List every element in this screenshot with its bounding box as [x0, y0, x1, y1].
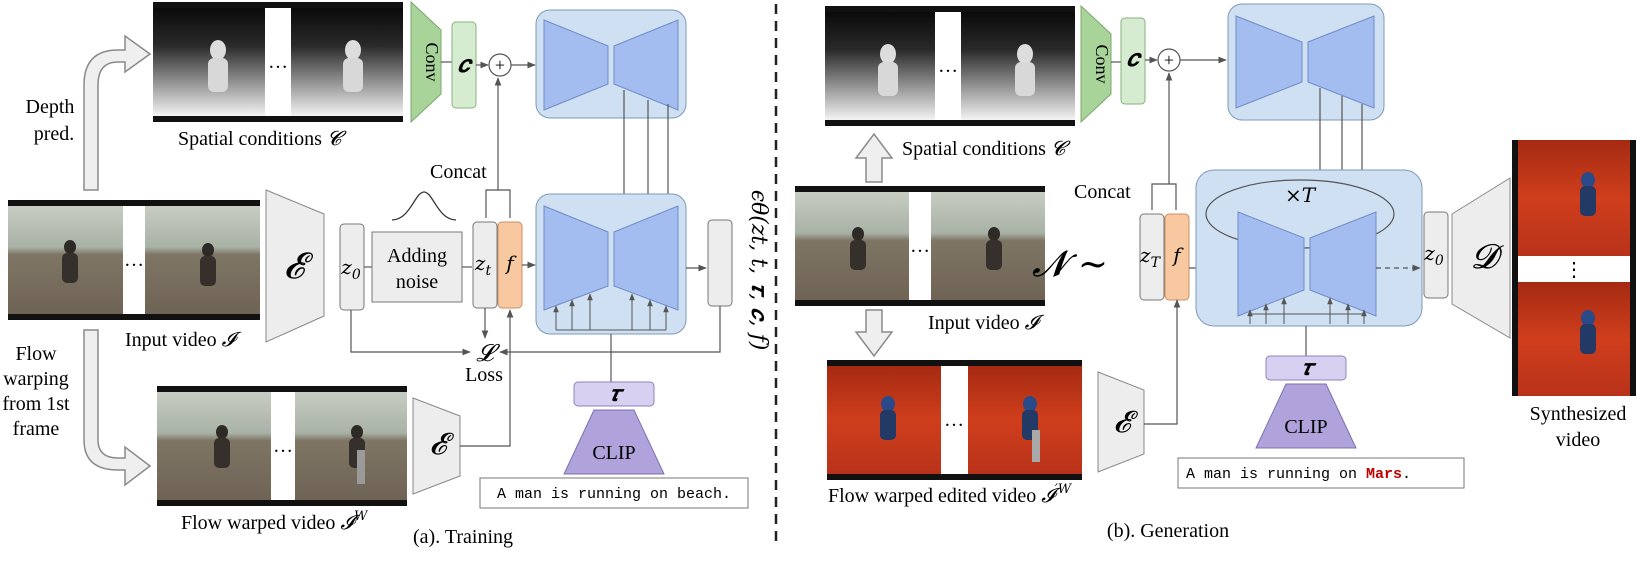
ellipsis: …	[910, 235, 930, 257]
flow-warped-label-a: Flow warped video 𝓘W	[181, 509, 369, 534]
conv-block-a: Conv	[410, 0, 442, 124]
clip-label-a: CLIP	[592, 442, 635, 464]
epsilon-label: ϵθ(zt, t, 𝝉, 𝒄, f)	[746, 190, 771, 351]
condition-symbol-a: 𝒄	[457, 50, 473, 78]
depth-up-arrow-b	[854, 132, 894, 183]
input-video-label-b: Input video 𝓘	[928, 310, 1045, 334]
vertical-ellipsis: ⋮	[1564, 259, 1584, 281]
input-video-strip-b: …	[795, 186, 1045, 306]
flow-warping-arrow	[83, 329, 152, 487]
synthesized-label-line2: video	[1556, 429, 1600, 451]
conv-label: Conv	[1092, 44, 1112, 83]
latent-z0-label-b: z0	[1423, 241, 1444, 269]
iteration-label: ×T	[1285, 183, 1317, 207]
ellipsis: …	[124, 249, 144, 271]
noise-prediction-box-a	[707, 219, 733, 307]
text-embedding-tau-a	[573, 381, 655, 407]
adding-noise-box	[371, 231, 463, 303]
condition-symbol-b: 𝒄	[1126, 44, 1142, 72]
prompt-text-a: A man is running on beach.	[497, 486, 731, 503]
encoder-b: 𝓔	[1097, 371, 1145, 473]
loss-symbol: 𝓛	[476, 339, 500, 367]
depth-pred-arrow	[83, 34, 152, 191]
denoising-unet-b	[1195, 169, 1423, 327]
clip-encoder-b	[1255, 383, 1357, 449]
adding-noise-line2: noise	[396, 271, 438, 293]
encoder-a: 𝓔	[265, 189, 325, 343]
latent-z0-label-a: z0	[340, 255, 361, 283]
prompt-box-a	[479, 477, 749, 509]
training-caption: (a). Training	[413, 526, 513, 548]
flow-warping-line4: frame	[13, 418, 60, 440]
flow-warped-edited-label: Flow warped edited video 𝓘′W	[828, 482, 1073, 507]
clip-encoder-a	[563, 409, 665, 475]
concat-label-a: Concat	[430, 161, 487, 183]
decoder-b: 𝓓	[1451, 177, 1511, 339]
ellipsis: …	[944, 409, 964, 431]
flow-warped-edited-strip: …	[827, 360, 1082, 480]
concat-label-b: Concat	[1074, 181, 1131, 203]
control-unet-b	[1227, 3, 1385, 121]
conv-block-b: Conv	[1080, 4, 1112, 124]
spatial-conditions-label-a: Spatial conditions 𝓒	[178, 126, 347, 150]
noise-distribution-label: 𝓝 ~	[1032, 244, 1108, 285]
depth-pred-line2: pred.	[34, 123, 75, 145]
depth-pred-line1: Depth	[26, 96, 75, 118]
flow-down-arrow-b	[854, 309, 894, 358]
control-unet-a	[535, 9, 687, 119]
denoising-unet-a	[535, 193, 687, 335]
synthesized-label-line1: Synthesized	[1530, 403, 1627, 425]
loss-label: Loss	[465, 364, 503, 386]
ellipsis: …	[938, 55, 958, 77]
flow-warping-line1: Flow	[15, 343, 57, 365]
spatial-conditions-label-b: Spatial conditions 𝓒	[902, 136, 1071, 160]
plus-sign-a: +	[495, 55, 505, 75]
text-embedding-tau-b	[1265, 355, 1347, 381]
flow-warping-line2: warping	[3, 368, 69, 390]
latent-zT-label-b: zT	[1139, 243, 1162, 271]
latent-zt-label-a: zt	[474, 251, 492, 279]
latent-z0-b	[1423, 211, 1449, 299]
plus-sign-b: +	[1164, 50, 1174, 70]
prompt-text-b: A man is running on Mars.	[1186, 466, 1411, 483]
spatial-conditions-strip-a: …	[153, 2, 403, 122]
noise-curve	[391, 191, 457, 221]
conv-label: Conv	[422, 42, 442, 81]
latent-zT-b	[1139, 213, 1165, 301]
clip-label-b: CLIP	[1284, 416, 1327, 438]
adding-noise-line1: Adding	[387, 245, 447, 267]
ellipsis: …	[268, 51, 288, 73]
ellipsis: …	[273, 435, 293, 457]
spatial-conditions-strip-b: …	[825, 6, 1075, 126]
encoder-flow-a: 𝓔	[412, 397, 461, 495]
prompt-box-b	[1177, 457, 1465, 489]
flow-warping-line3: from 1st	[2, 393, 70, 415]
synthesized-video-strip: ⋮	[1512, 140, 1636, 396]
condition-box-b	[1120, 17, 1146, 105]
input-video-label-a: Input video 𝓘	[125, 327, 242, 351]
generation-caption: (b). Generation	[1107, 520, 1229, 542]
input-video-strip-a: …	[8, 200, 260, 320]
flow-warped-strip-a: …	[157, 386, 407, 506]
